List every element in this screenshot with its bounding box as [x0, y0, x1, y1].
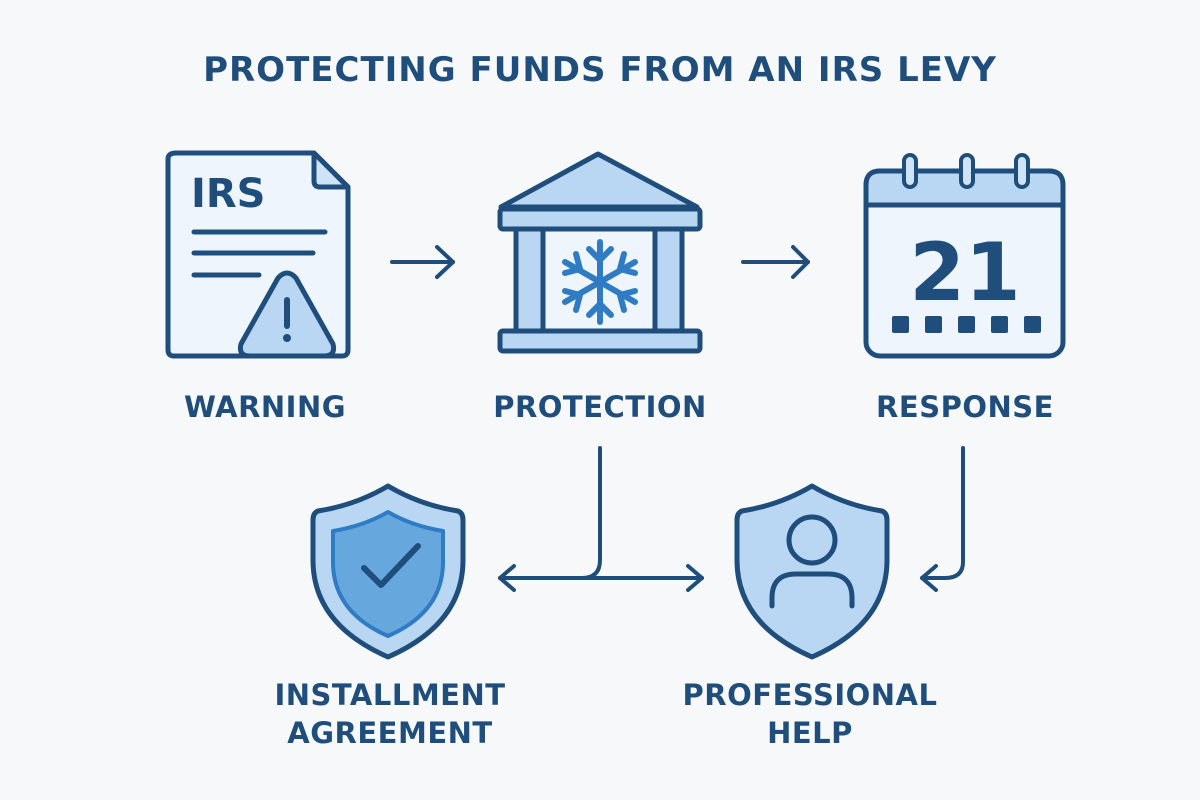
bank-snowflake-icon: [497, 151, 703, 354]
shield-person-icon: [734, 483, 890, 660]
step-label-response: RESPONSE: [876, 390, 1054, 424]
step-label-protection: PROTECTION: [493, 390, 707, 424]
professional-label-line2: HELP: [767, 716, 853, 750]
step-label-warning: WARNING: [183, 390, 347, 424]
step-label-installment: INSTALLMENT AGREEMENT: [250, 676, 530, 752]
arrow-warning-to-protection: [390, 245, 455, 279]
split-arrow-protection: [498, 446, 704, 592]
irs-document-warning-icon: IRS: [165, 150, 351, 359]
installment-label-line2: AGREEMENT: [287, 716, 493, 750]
calendar-number: 21: [909, 226, 1020, 319]
shield-check-icon: [310, 483, 466, 660]
step-label-professional: PROFESSIONAL HELP: [660, 676, 960, 752]
elbow-arrow-response: [920, 446, 965, 592]
snowflake-icon: [562, 239, 638, 325]
calendar-icon: 21: [863, 153, 1066, 359]
professional-label-line1: PROFESSIONAL: [682, 678, 938, 712]
installment-label-line1: INSTALLMENT: [274, 678, 506, 712]
doc-irs-text: IRS: [191, 171, 266, 217]
diagram-title: PROTECTING FUNDS FROM AN IRS LEVY: [203, 50, 997, 90]
arrow-protection-to-response: [741, 245, 810, 279]
